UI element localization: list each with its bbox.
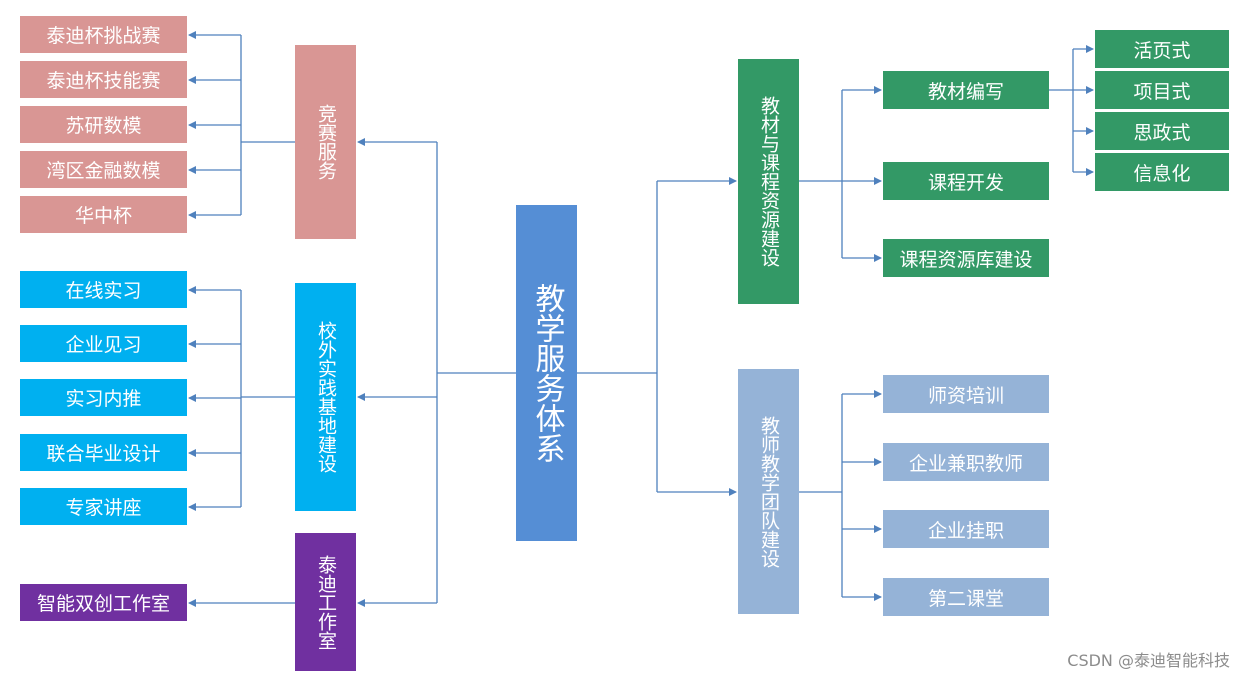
teacher-category: 教师教学团队建设 [738, 369, 799, 614]
teacher-item-3: 企业挂职 [883, 510, 1049, 548]
textbook-sub-item-2: 项目式 [1095, 71, 1229, 109]
teacher-item-4: 第二课堂 [883, 578, 1049, 616]
teacher-item-1: 师资培训 [883, 375, 1049, 413]
teacher-item-2: 企业兼职教师 [883, 443, 1049, 481]
competition-item-2: 泰迪杯技能赛 [20, 61, 187, 98]
competition-category: 竞赛服务 [295, 45, 356, 239]
practice-category: 校外实践基地建设 [295, 283, 356, 511]
competition-item-3: 苏研数模 [20, 106, 187, 143]
textbook-sub-item-3: 思政式 [1095, 112, 1229, 150]
center-node: 教学服务体系 [516, 205, 577, 541]
watermark: CSDN @泰迪智能科技 [1067, 651, 1230, 670]
practice-item-5: 专家讲座 [20, 488, 187, 525]
textbook-item-2: 课程开发 [883, 162, 1049, 200]
textbook-sub-item-1: 活页式 [1095, 30, 1229, 68]
competition-item-4: 湾区金融数模 [20, 151, 187, 188]
practice-item-2: 企业见习 [20, 325, 187, 362]
practice-item-1: 在线实习 [20, 271, 187, 308]
competition-item-1: 泰迪杯挑战赛 [20, 16, 187, 53]
competition-item-5: 华中杯 [20, 196, 187, 233]
textbook-sub-item-4: 信息化 [1095, 153, 1229, 191]
practice-item-3: 实习内推 [20, 379, 187, 416]
textbook-category: 教材与课程资源建设 [738, 59, 799, 304]
studio-category: 泰迪工作室 [295, 533, 356, 671]
textbook-item-1: 教材编写 [883, 71, 1049, 109]
practice-item-4: 联合毕业设计 [20, 434, 187, 471]
textbook-item-3: 课程资源库建设 [883, 239, 1049, 277]
studio-item-1: 智能双创工作室 [20, 584, 187, 621]
